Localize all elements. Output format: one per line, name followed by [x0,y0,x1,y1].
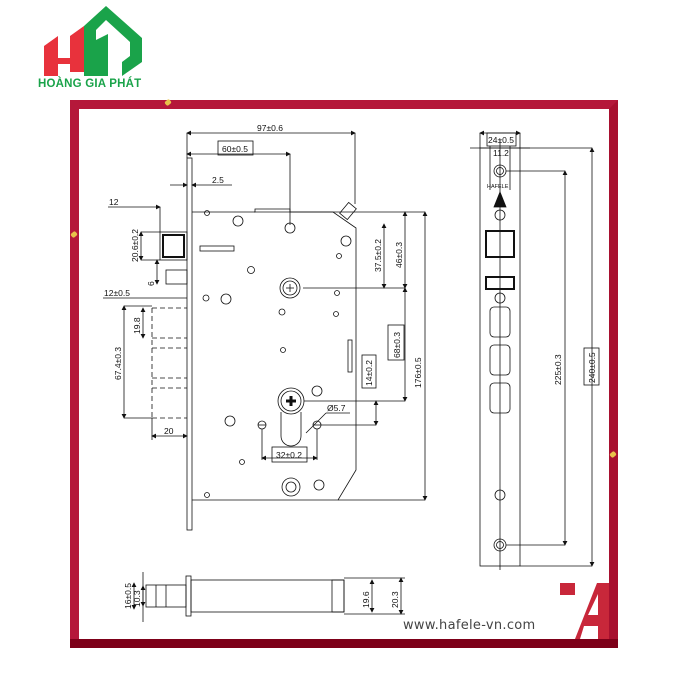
dim-aux-latch: 6 [146,281,156,286]
dim-latch-projection: 12 [109,197,119,207]
frame-bottom-bar [70,639,618,648]
dim-faceplate-width: 24±0.5 [488,135,514,145]
dim-screw-hole: Ø5.7 [327,403,346,413]
dim-overall-width: 97±0.6 [257,123,283,133]
dim-faceplate-depth: 16±0.5 [123,583,133,609]
dim-deadbolt-projection: 12±0.5 [104,288,130,298]
side-brand-mark: HAFELE [487,184,509,190]
dim-spindle-to-top: 37.5±0.2 [373,239,383,272]
dim-faceplate-length: 240±0.5 [587,352,597,383]
dim-latch-depth: 10.3 [132,590,142,607]
dim-overall-depth: 20.3 [390,591,400,608]
dim-latch-height: 20.6±0.2 [130,229,140,262]
dimension-labels: 97±0.6 60±0.5 2.5 12 12±0.5 20 20.6±0.2 … [104,123,597,609]
brand-name: HOÀNG GIA PHÁT [38,78,142,90]
drawing-frame [70,100,618,648]
dim-backset: 60±0.5 [222,144,248,154]
dim-faceplate-thickness: 2.5 [212,175,224,185]
dim-inner-width: 11.2 [493,148,509,158]
dim-body-depth: 19.6 [361,591,371,608]
dim-screw-centers: 225±0.3 [553,354,563,385]
dim-case-height: 176±0.5 [413,357,423,388]
hoang-gia-phat-logo-icon [44,6,142,76]
dim-bolt-spacing: 19.8 [132,317,142,334]
dim-screw-spacing: 32±0.2 [276,450,302,460]
hafele-logo-icon [560,583,609,639]
website-link[interactable]: www.hafele-vn.com [403,618,536,633]
dim-spindle-offset: 46±0.3 [394,242,404,268]
dim-cylinder-offset: 14±0.2 [364,360,374,386]
dim-bolt-span: 67.4±0.3 [113,347,123,380]
dim-bolt-throw: 20 [164,426,174,436]
dim-center-distance: 68±0.3 [392,332,402,358]
